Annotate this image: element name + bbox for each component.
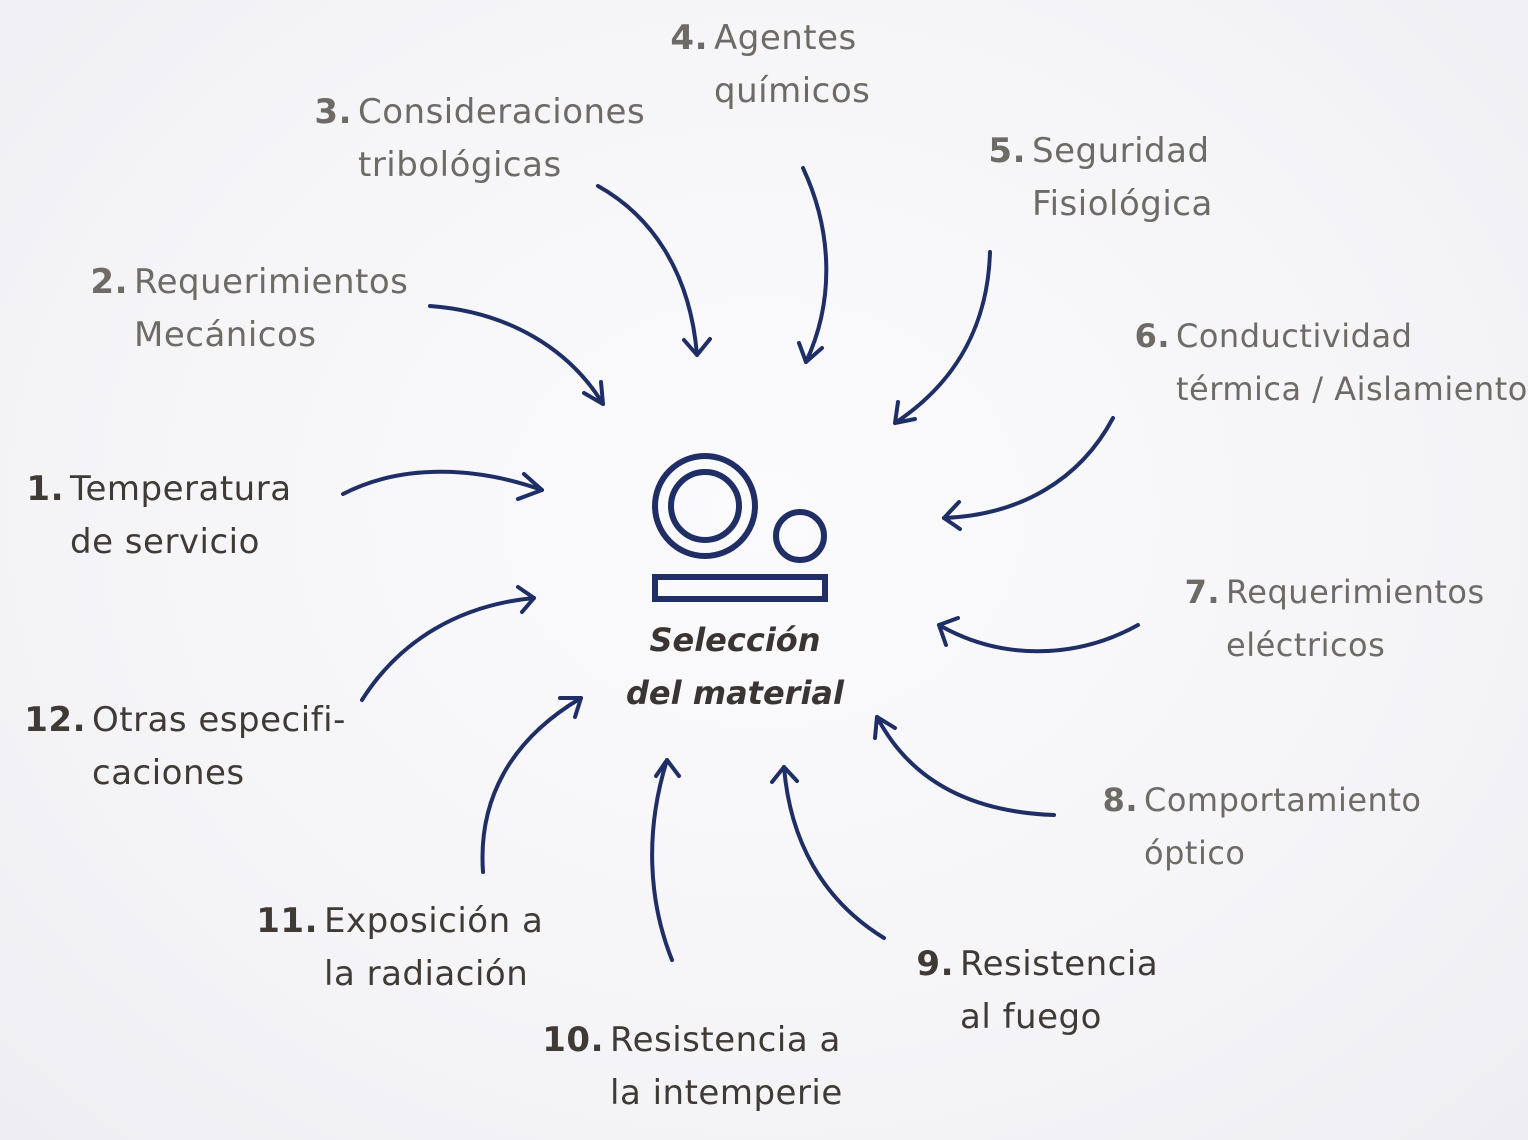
arrow-factor-4 [797, 166, 829, 364]
factor-2-line1: Requerimientos [134, 262, 409, 302]
factor-1-line2: de servicio [70, 522, 260, 562]
center-label: Selección del material [600, 614, 870, 720]
center-label-line2: del material [626, 674, 844, 712]
factor-7-line2: eléctricos [1226, 626, 1386, 664]
arrow-factor-7 [937, 616, 1140, 654]
arrow-factor-5 [893, 250, 992, 425]
arrow-factor-3 [596, 184, 712, 357]
factor-10-number: 10. [542, 1020, 604, 1060]
arrow-factor-1 [341, 469, 544, 501]
factor-9-line1: Resistencia [960, 944, 1159, 984]
factor-12: 12. Otras especifi- caciones [24, 694, 346, 800]
factor-4-number: 4. [670, 18, 708, 58]
factor-3-line1: Consideraciones [358, 92, 646, 132]
factor-6-line2: térmica / Aislamiento [1176, 370, 1528, 408]
factor-9-number: 9. [916, 944, 954, 984]
factor-7: 7. Requerimientos eléctricos [1185, 566, 1485, 672]
arrow-factor-11 [480, 696, 583, 874]
arrow-factor-6 [942, 416, 1115, 531]
factor-6-number: 6. [1134, 317, 1170, 355]
factor-11-line1: Exposición a [324, 901, 544, 941]
factor-5-line2: Fisiológica [1032, 184, 1213, 224]
factor-9: 9. Resistencia al fuego [916, 938, 1159, 1044]
factor-4-line2: químicos [714, 71, 871, 111]
factor-10-line1: Resistencia a [610, 1020, 841, 1060]
center-label-line1: Selección [649, 621, 821, 659]
factor-10-line2: la intemperie [610, 1073, 843, 1113]
factor-4: 4. Agentes químicos [670, 12, 871, 118]
factor-5-number: 5. [988, 131, 1026, 171]
factor-6-line1: Conductividad [1176, 317, 1413, 355]
factor-8-line2: óptico [1144, 834, 1246, 872]
arrow-factor-9 [770, 765, 886, 940]
factor-5: 5. Seguridad Fisiológica [988, 125, 1213, 231]
factor-2: 2. Requerimientos Mecánicos [90, 256, 409, 362]
factor-12-line1: Otras especifi- [92, 700, 346, 740]
factor-7-number: 7. [1184, 573, 1220, 611]
factor-8-line1: Comportamiento [1144, 781, 1422, 819]
factor-3-number: 3. [314, 92, 352, 132]
factor-12-line2: caciones [92, 753, 245, 793]
material-selection-icon [652, 453, 828, 602]
factor-3-line2: tribológicas [358, 145, 562, 185]
factor-4-line1: Agentes [714, 18, 857, 58]
factor-2-number: 2. [90, 262, 128, 302]
factor-5-line1: Seguridad [1032, 131, 1210, 171]
factor-1-line1: Temperatura [70, 469, 292, 509]
factor-10: 10. Resistencia a la intemperie [542, 1014, 843, 1120]
factor-1-number: 1. [26, 469, 64, 509]
arrow-factor-12 [360, 585, 536, 702]
factor-11-line2: la radiación [324, 954, 529, 994]
factor-8-number: 8. [1102, 781, 1138, 819]
arrow-factor-8 [873, 715, 1056, 817]
factor-11: 11. Exposición a la radiación [256, 895, 544, 1001]
factor-9-line2: al fuego [960, 997, 1102, 1037]
factor-6: 6. Conductividad térmica / Aislamiento [1135, 310, 1528, 416]
factor-8: 8. Comportamiento óptico [1103, 774, 1422, 880]
factor-1: 1. Temperatura de servicio [26, 463, 292, 569]
factor-7-line1: Requerimientos [1226, 573, 1485, 611]
factor-3: 3. Consideraciones tribológicas [314, 86, 646, 192]
arrow-factor-2 [428, 304, 605, 406]
factor-12-number: 12. [24, 700, 86, 740]
factor-11-number: 11. [256, 901, 318, 941]
arrow-factor-10 [650, 758, 681, 962]
factor-2-line2: Mecánicos [134, 315, 317, 355]
